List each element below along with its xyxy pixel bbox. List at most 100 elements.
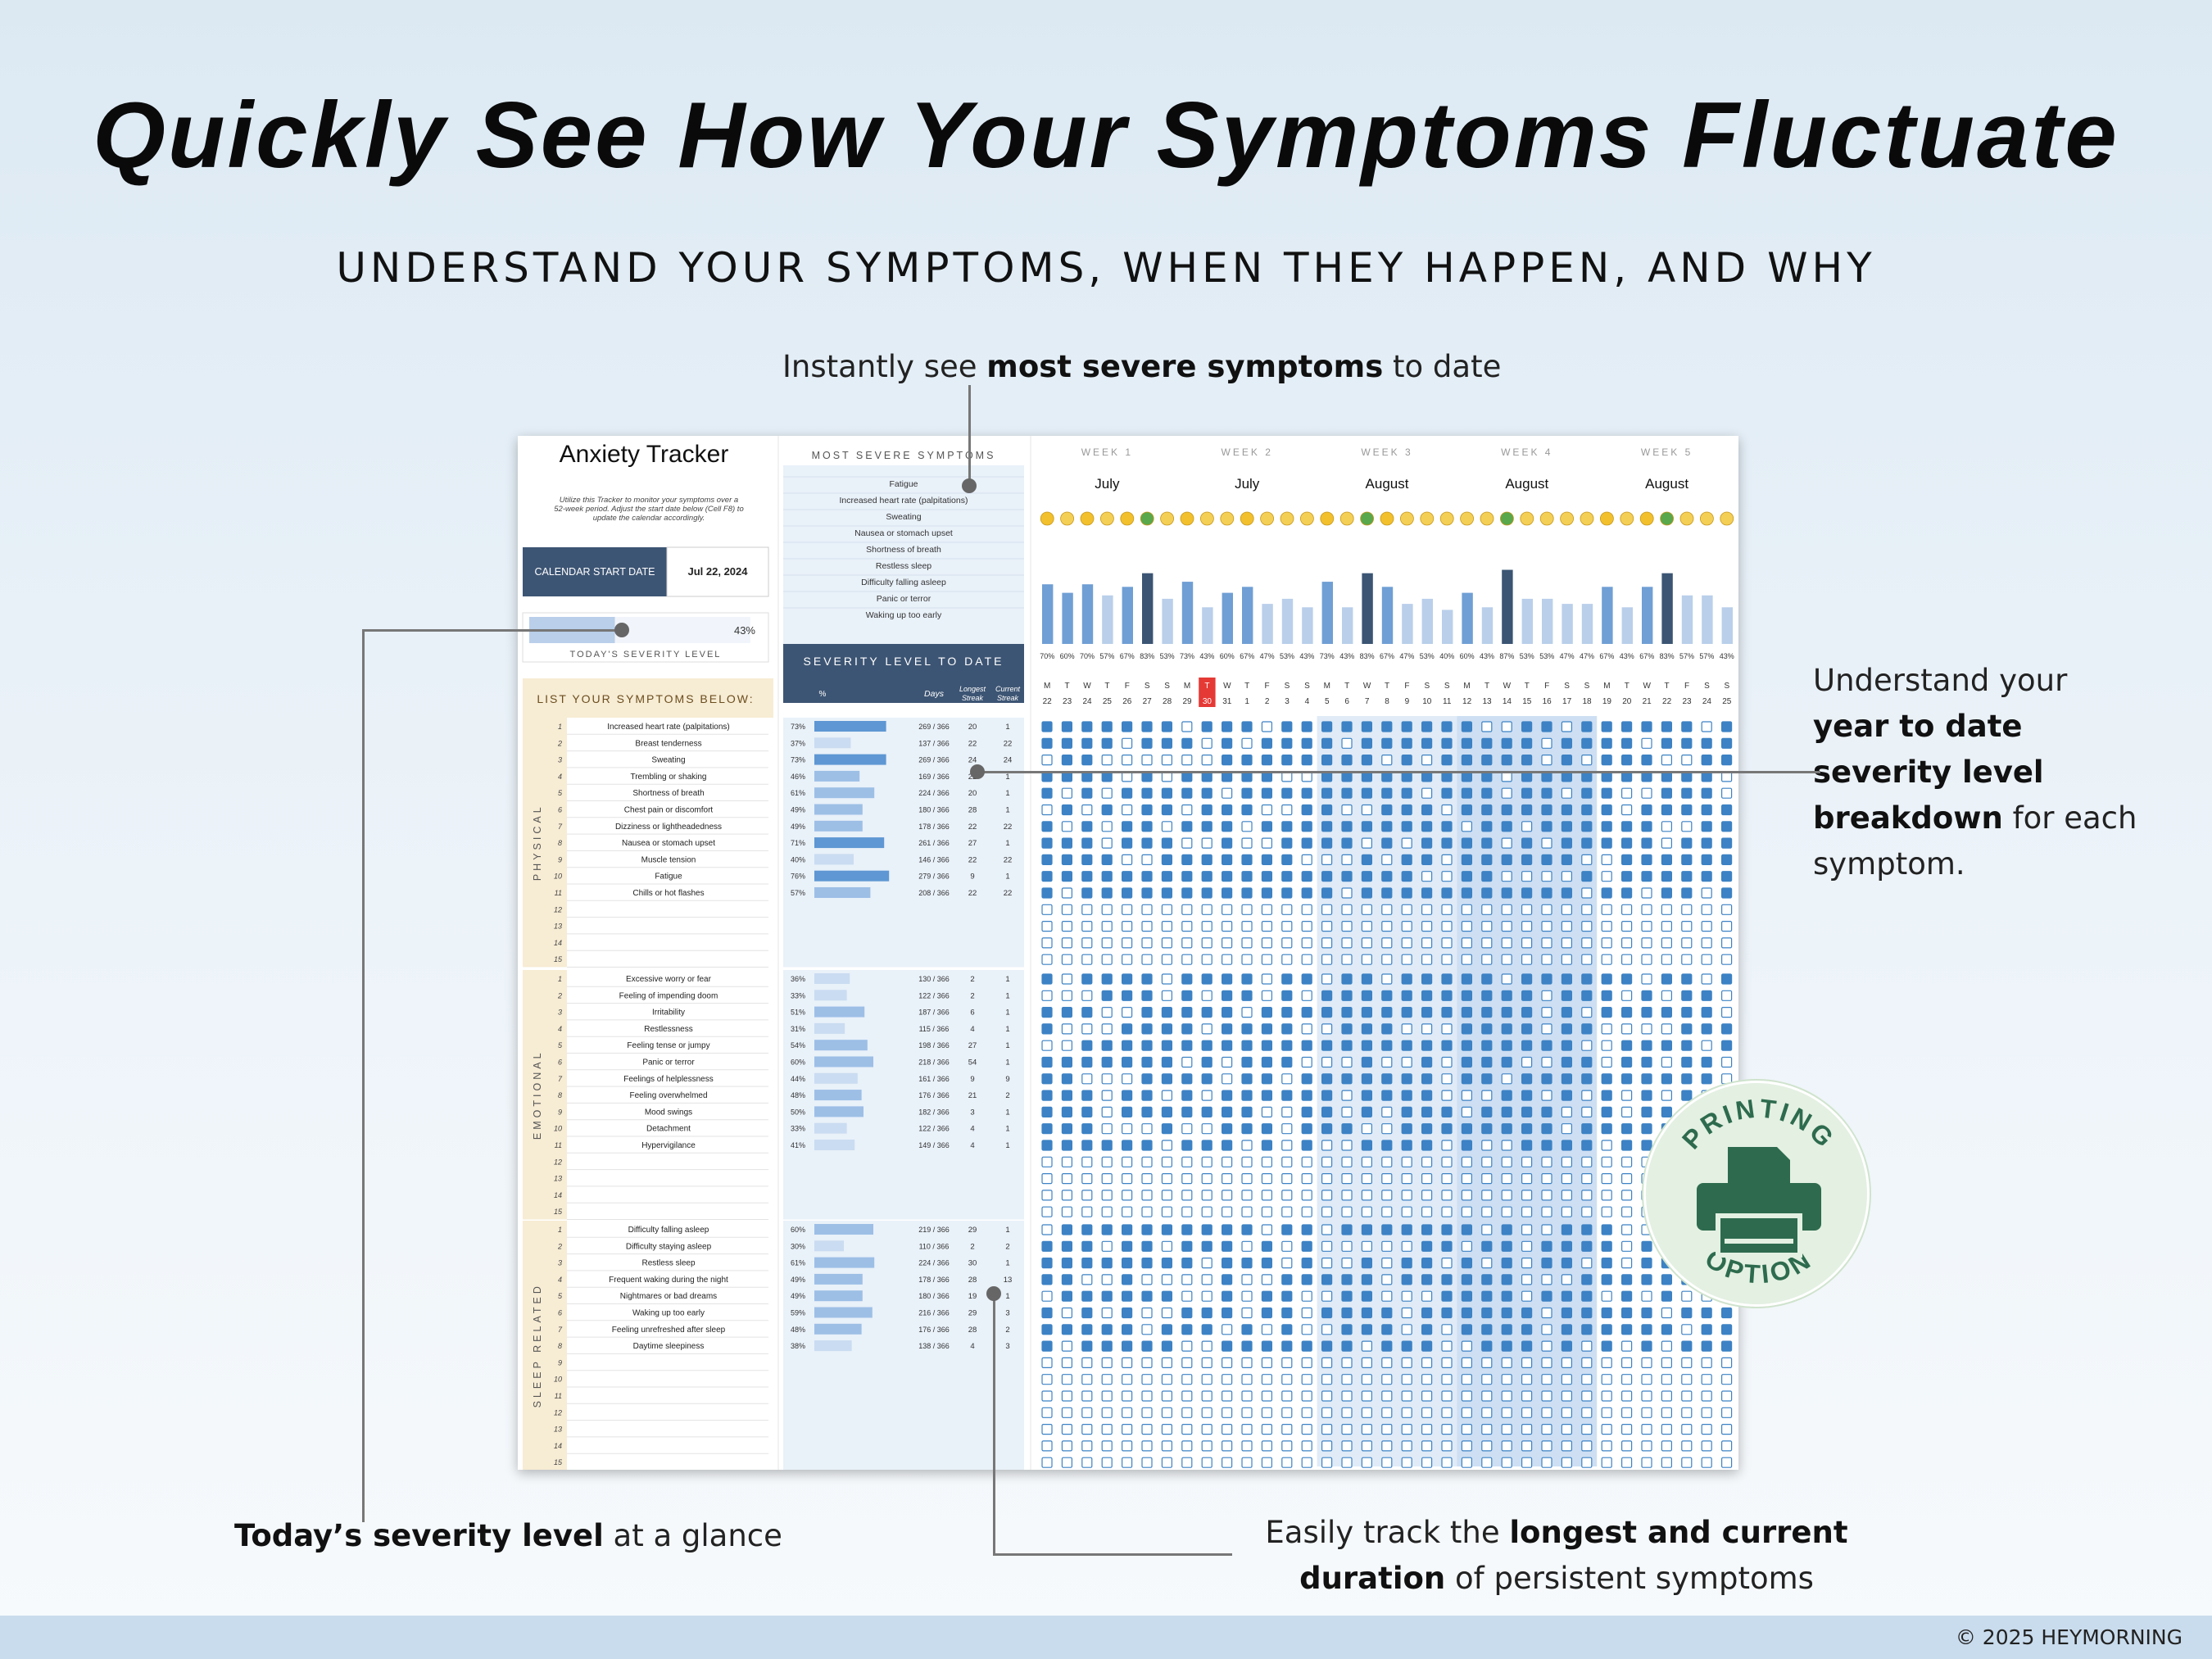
day-checkbox — [1601, 1407, 1612, 1418]
day-checkbox — [1661, 1357, 1673, 1369]
day-checkbox — [1241, 990, 1253, 1001]
day-checkbox — [1701, 1374, 1712, 1385]
symptom-name: Mood swings — [645, 1108, 692, 1117]
day-checkbox — [1701, 1407, 1712, 1418]
day-checkbox — [1121, 1324, 1133, 1335]
day-checkbox — [1181, 1224, 1193, 1235]
day-checkbox — [1561, 1172, 1573, 1185]
day-checkbox — [1361, 854, 1373, 865]
day-checkbox — [1161, 1040, 1173, 1051]
day-checkbox — [1241, 954, 1253, 965]
day-checkbox — [1561, 1023, 1573, 1035]
day-checkbox — [1701, 821, 1712, 832]
day-checkbox — [1281, 1357, 1293, 1369]
category-band — [523, 1221, 567, 1471]
day-checkbox — [1101, 1090, 1113, 1101]
row-number: 2 — [557, 739, 562, 747]
day-checkbox — [1501, 804, 1512, 816]
day-checkbox — [1481, 1390, 1493, 1402]
daily-mood-icon — [1100, 511, 1114, 526]
symptom-days: 180 / 366 — [918, 1292, 950, 1300]
daily-pct-label: 43% — [1339, 652, 1354, 660]
weekday-letter: M — [1603, 682, 1610, 691]
row-number: 8 — [558, 1342, 562, 1350]
day-checkbox — [1281, 787, 1293, 799]
day-checkbox — [1041, 1140, 1053, 1151]
day-checkbox — [1501, 973, 1512, 985]
day-checkbox — [1581, 1357, 1593, 1369]
day-checkbox — [1221, 1090, 1233, 1101]
day-checkbox — [1181, 1307, 1193, 1319]
day-checkbox — [1121, 1224, 1133, 1235]
day-checkbox — [1281, 1307, 1293, 1319]
day-checkbox — [1541, 1140, 1552, 1151]
day-checkbox — [1620, 1324, 1633, 1335]
symptom-pct: 44% — [791, 1075, 805, 1083]
day-checkbox — [1461, 821, 1473, 832]
day-checkbox — [1121, 973, 1133, 985]
day-checkbox — [1401, 787, 1412, 799]
daily-pct-label: 40% — [1439, 652, 1454, 660]
day-checkbox — [1341, 920, 1353, 932]
day-checkbox — [1281, 1006, 1293, 1018]
daily-severity-bar — [1122, 587, 1133, 644]
day-checkbox — [1481, 821, 1493, 832]
day-checkbox — [1081, 1140, 1093, 1151]
day-checkbox — [1481, 1206, 1493, 1217]
day-checkbox — [1121, 804, 1133, 816]
daily-pct-label: 70% — [1080, 652, 1095, 660]
day-checkbox — [1501, 1140, 1512, 1151]
daily-severity-bar — [1481, 607, 1494, 644]
day-checkbox — [1321, 1324, 1333, 1335]
day-checkbox — [1461, 1324, 1473, 1335]
row-number: 5 — [558, 1041, 563, 1049]
day-checkbox — [1481, 1290, 1493, 1302]
day-checkbox — [1301, 737, 1312, 749]
daily-pct-label: 67% — [1120, 652, 1135, 660]
day-checkbox — [1661, 1407, 1673, 1418]
day-checkbox — [1381, 755, 1393, 766]
day-checkbox — [1581, 1073, 1593, 1085]
symptom-days: 182 / 366 — [918, 1108, 950, 1116]
day-checkbox — [1620, 1056, 1633, 1068]
day-checkbox — [1421, 821, 1433, 832]
daily-severity-bar — [1621, 607, 1633, 644]
day-checkbox — [1301, 1156, 1312, 1167]
day-checkbox — [1561, 1206, 1573, 1217]
symptom-severity-bar — [814, 1040, 868, 1051]
day-checkbox — [1061, 973, 1073, 985]
symptom-pct: 48% — [791, 1326, 805, 1334]
day-checkbox — [1701, 854, 1712, 865]
week-month: August — [1366, 476, 1409, 492]
day-checkbox — [1101, 1023, 1113, 1035]
symptom-name: Chills or hot flashes — [632, 889, 704, 898]
day-checkbox — [1041, 1073, 1053, 1085]
day-checkbox — [1441, 1206, 1453, 1217]
day-checkbox — [1581, 1172, 1593, 1185]
day-checkbox — [1701, 1390, 1712, 1402]
daily-mood-icon — [1460, 511, 1474, 526]
day-checkbox — [1701, 920, 1712, 932]
day-checkbox — [1421, 1440, 1433, 1452]
day-checkbox — [1661, 973, 1673, 985]
day-checkbox — [1561, 854, 1573, 865]
daily-pct-label: 73% — [1320, 652, 1335, 660]
day-checkbox — [1101, 1357, 1113, 1369]
day-checkbox — [1641, 1090, 1652, 1101]
day-checkbox — [1281, 821, 1293, 832]
day-checkbox — [1241, 1106, 1253, 1118]
day-checkbox — [1561, 787, 1573, 799]
day-checkbox — [1321, 1172, 1333, 1185]
day-checkbox — [1501, 954, 1512, 965]
day-checkbox — [1041, 755, 1053, 766]
symptom-pct: 49% — [791, 1276, 805, 1284]
day-checkbox — [1541, 1274, 1552, 1285]
day-checkbox — [1421, 1073, 1433, 1085]
day-checkbox — [1261, 973, 1273, 985]
day-checkbox — [1720, 1440, 1733, 1452]
day-checkbox — [1221, 1357, 1233, 1369]
day-checkbox — [1041, 1240, 1053, 1252]
day-checkbox — [1521, 837, 1533, 849]
day-checkbox — [1720, 1040, 1733, 1051]
day-checkbox — [1261, 1340, 1273, 1352]
